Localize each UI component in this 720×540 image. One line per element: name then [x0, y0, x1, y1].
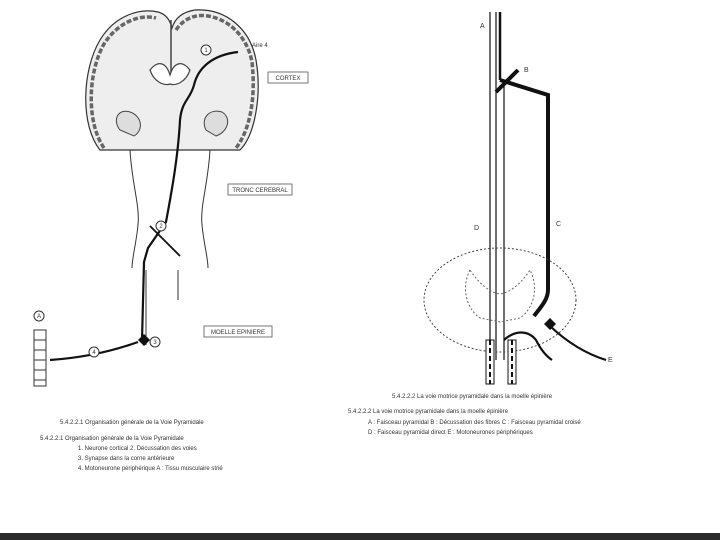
label-b: B — [524, 67, 529, 74]
marker-1-label: 1 — [204, 48, 208, 54]
striated-muscle — [33, 329, 47, 387]
label-e: E — [608, 357, 613, 364]
left-legend-line-1: 5.4.2.2.1 Organisation générale de la Vo… — [40, 436, 184, 442]
right-caption-title: 5.4.2.2.2 La voie motrice pyramidale dan… — [392, 394, 553, 400]
cerebral-cortex — [89, 13, 255, 150]
label-c: C — [556, 221, 561, 228]
label-a: A — [480, 23, 485, 30]
motor-neuron-e — [549, 325, 607, 362]
temporal-lobe-left — [115, 110, 141, 137]
marker-4: 4 — [88, 346, 100, 358]
footer-bar — [0, 533, 720, 540]
left-caption-title: 5.4.2.2.1 Organisation générale de la Vo… — [60, 420, 204, 426]
left-legend-line-2: 1. Neurone cortical 2. Décussation des v… — [78, 446, 197, 452]
marker-a: A — [33, 310, 45, 322]
direct-tract-column-right — [507, 339, 517, 385]
marker-4-label: 4 — [92, 350, 96, 356]
muscle-striations — [34, 339, 46, 381]
left-figure: 1 2 3 4 A Aire 4 CORTEX TRONC CEREBRAL M… — [33, 9, 309, 472]
direct-tract-connection — [503, 331, 553, 361]
grey-matter — [465, 269, 535, 323]
ventricles — [149, 63, 191, 86]
pyramidal-tract — [140, 50, 239, 341]
marker-a-label: A — [37, 314, 41, 320]
brainstem — [129, 149, 211, 269]
label-d: D — [474, 225, 479, 232]
right-legend-line-1: 5.4.2.2.2 La voie motrice pyramidale dan… — [348, 409, 509, 415]
marker-2-label: 2 — [159, 224, 163, 230]
cortex-label: CORTEX — [276, 76, 301, 82]
marker-2: 2 — [155, 220, 167, 232]
left-legend-line-3: 3. Synapse dans la corne antérieure — [78, 456, 175, 462]
synapse-node — [138, 334, 150, 346]
cortex-label-box — [267, 71, 309, 84]
decussation-cross — [149, 225, 181, 257]
right-legend-line-3: D : Faisceau pyramidal direct E : Motone… — [368, 430, 533, 436]
moelle-label: MOELLE EPINIERE — [211, 330, 265, 336]
aire-label: Aire 4 — [252, 43, 268, 49]
marker-3: 3 — [149, 336, 161, 348]
temporal-lobe-right — [203, 110, 229, 137]
left-legend-line-4: 4. Motoneurone périphérique A : Tissu mu… — [78, 466, 223, 472]
right-figure: A B C D E 5.4.2.2.2 La voie motrice pyra… — [348, 12, 613, 436]
spinal-cord-section — [423, 247, 577, 353]
motor-synapse — [544, 318, 556, 330]
tronc-label: TRONC CEREBRAL — [232, 188, 288, 194]
direct-tract-column-left — [485, 339, 495, 385]
marker-1: 1 — [200, 44, 212, 56]
right-legend-line-2: A : Faisceau pyramidal B : Décussation d… — [368, 420, 581, 426]
moelle-label-box — [203, 325, 273, 338]
marker-3-label: 3 — [153, 340, 157, 346]
tronc-label-box — [227, 183, 293, 196]
crossed-pyramidal-tract — [499, 78, 550, 318]
